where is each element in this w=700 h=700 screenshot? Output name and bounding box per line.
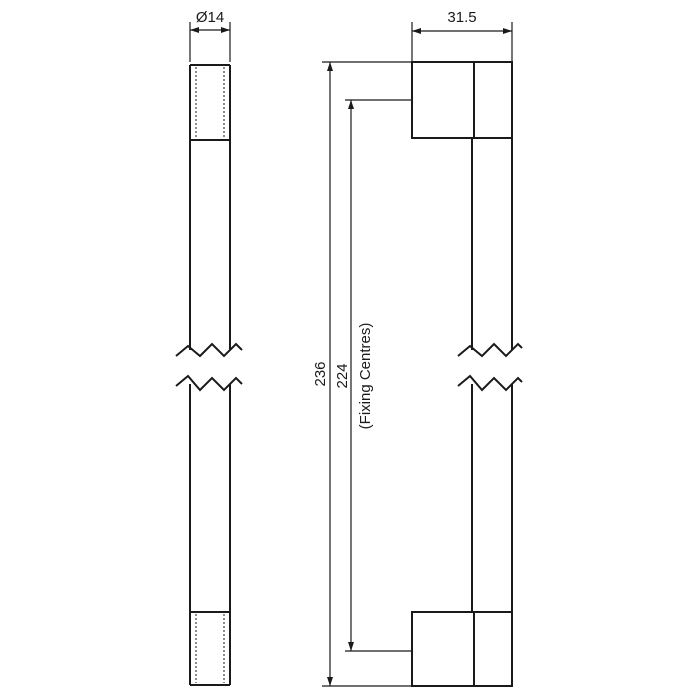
front-view: 31.5 <box>411 9 523 687</box>
front-view-upper-bar <box>471 138 513 350</box>
top-standoff-leg <box>411 61 513 139</box>
front-view-lower-bar <box>471 384 513 612</box>
side-view: Ø14 <box>175 9 243 686</box>
fixing-centres-dimension: 224 (Fixing Centres) <box>334 99 412 652</box>
overall-length-label: 236 <box>312 361 329 386</box>
depth-dimension: 31.5 <box>411 9 513 62</box>
diameter-label: Ø14 <box>196 9 224 26</box>
depth-label: 31.5 <box>447 9 476 26</box>
fixing-centres-note-label: (Fixing Centres) <box>357 323 374 430</box>
diameter-dimension: Ø14 <box>189 9 231 62</box>
overall-length-dimension: 236 <box>312 61 412 687</box>
side-view-break <box>175 342 243 392</box>
fixing-centres-value-label: 224 <box>334 363 351 388</box>
side-view-lower-section <box>189 384 231 686</box>
front-view-break <box>457 342 523 392</box>
side-view-upper-section <box>189 64 231 350</box>
bottom-standoff-leg <box>411 611 513 687</box>
